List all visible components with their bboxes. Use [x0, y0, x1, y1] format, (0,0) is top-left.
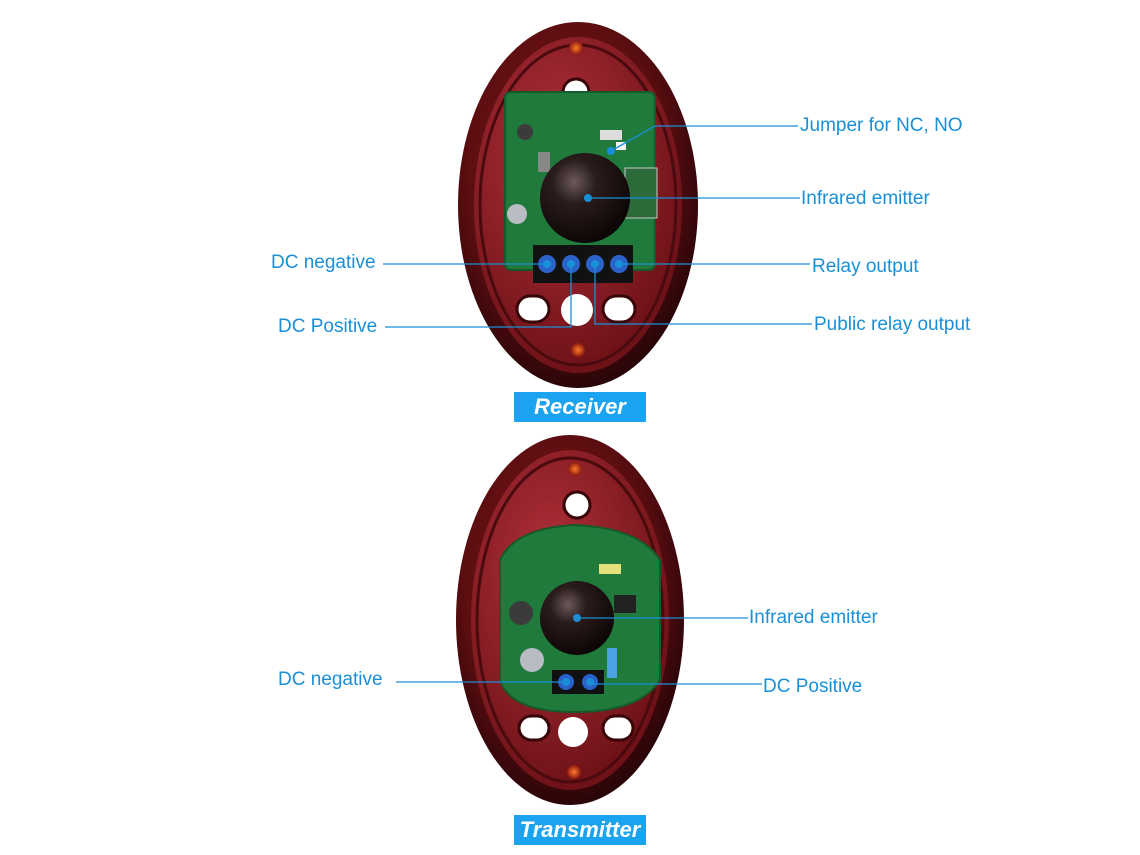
transmitter-callout-dc-positive: DC Positive [763, 676, 863, 697]
transmitter-device [396, 435, 762, 805]
receiver-callout-relay-output: Relay output [812, 256, 919, 277]
receiver-callout-public-relay-output: Public relay output [814, 314, 971, 335]
transmitter-callout-dc-negative: DC negative [278, 669, 383, 690]
receiver-device [383, 22, 812, 388]
transmitter-leader-lines [396, 617, 762, 685]
receiver-callout-dc-negative: DC negative [271, 252, 376, 273]
receiver-callout-infrared-emitter: Infrared emitter [801, 188, 930, 209]
receiver-badge: Receiver [514, 392, 646, 422]
receiver-callout-dc-positive: DC Positive [278, 316, 378, 337]
receiver-leader-lines [383, 125, 812, 328]
receiver-callout-jumper: Jumper for NC, NO [800, 115, 963, 136]
transmitter-badge: Transmitter [514, 815, 646, 845]
transmitter-callout-infrared-emitter: Infrared emitter [749, 607, 878, 628]
